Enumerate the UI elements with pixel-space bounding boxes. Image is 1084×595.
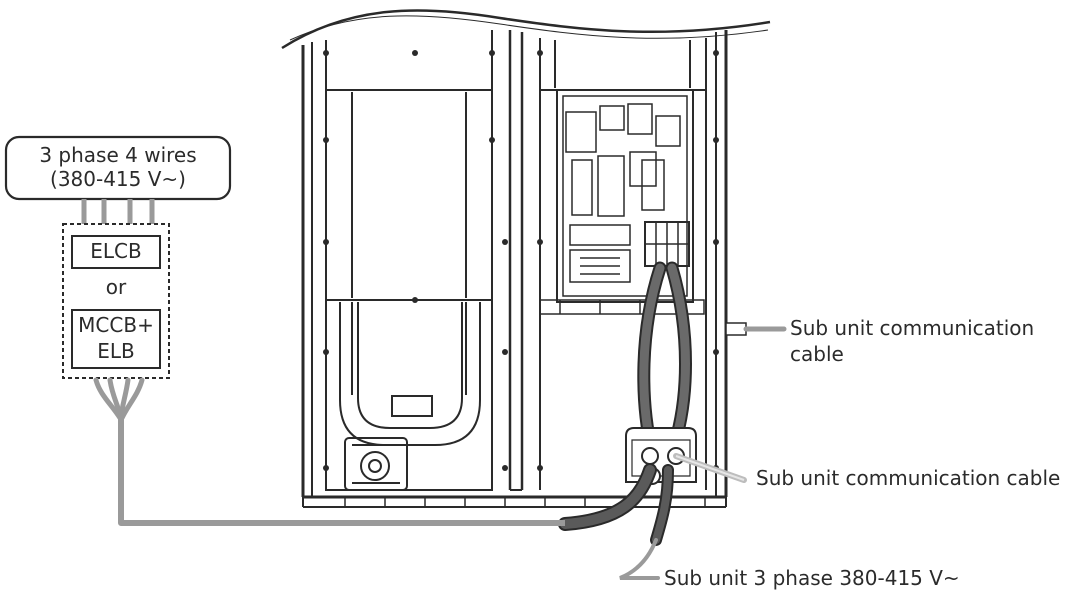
- sub-unit-comm-cable-right: [725, 322, 787, 336]
- breaker-mccb-label: MCCB+: [78, 313, 154, 337]
- comm-cable-lower-label: Sub unit communication cable: [756, 466, 1061, 490]
- cable-entry-plate: [625, 427, 697, 485]
- power-source-line2: (380-415 V~): [50, 167, 186, 191]
- breaker-or-label: or: [105, 275, 127, 299]
- unit-cut-line: [281, 9, 771, 50]
- main-supply-cable: [118, 418, 565, 526]
- center-divider: [508, 30, 524, 490]
- breaker-output-wires: [93, 377, 145, 421]
- power-source-line1: 3 phase 4 wires: [39, 143, 197, 167]
- unit-screws: [323, 50, 719, 471]
- power-cable-label: Sub unit 3 phase 380-415 V~: [664, 566, 960, 590]
- power-source-box: [4, 135, 232, 201]
- comm-cable-right-label-line1: Sub unit communication: [790, 316, 1035, 340]
- elcb-box: [71, 235, 161, 269]
- coil-outline: [339, 302, 481, 446]
- sub-unit-power-cable: [619, 538, 660, 580]
- mccb-elb-box: [71, 309, 161, 369]
- breaker-elb-label: ELB: [97, 339, 135, 363]
- entry-cables: [558, 463, 674, 546]
- breaker-elcb-label: ELCB: [90, 239, 142, 263]
- source-wires: [81, 199, 155, 224]
- outdoor-unit: [281, 9, 771, 508]
- comm-cable-right-label-line2: cable: [790, 342, 844, 366]
- compressor: [344, 437, 408, 491]
